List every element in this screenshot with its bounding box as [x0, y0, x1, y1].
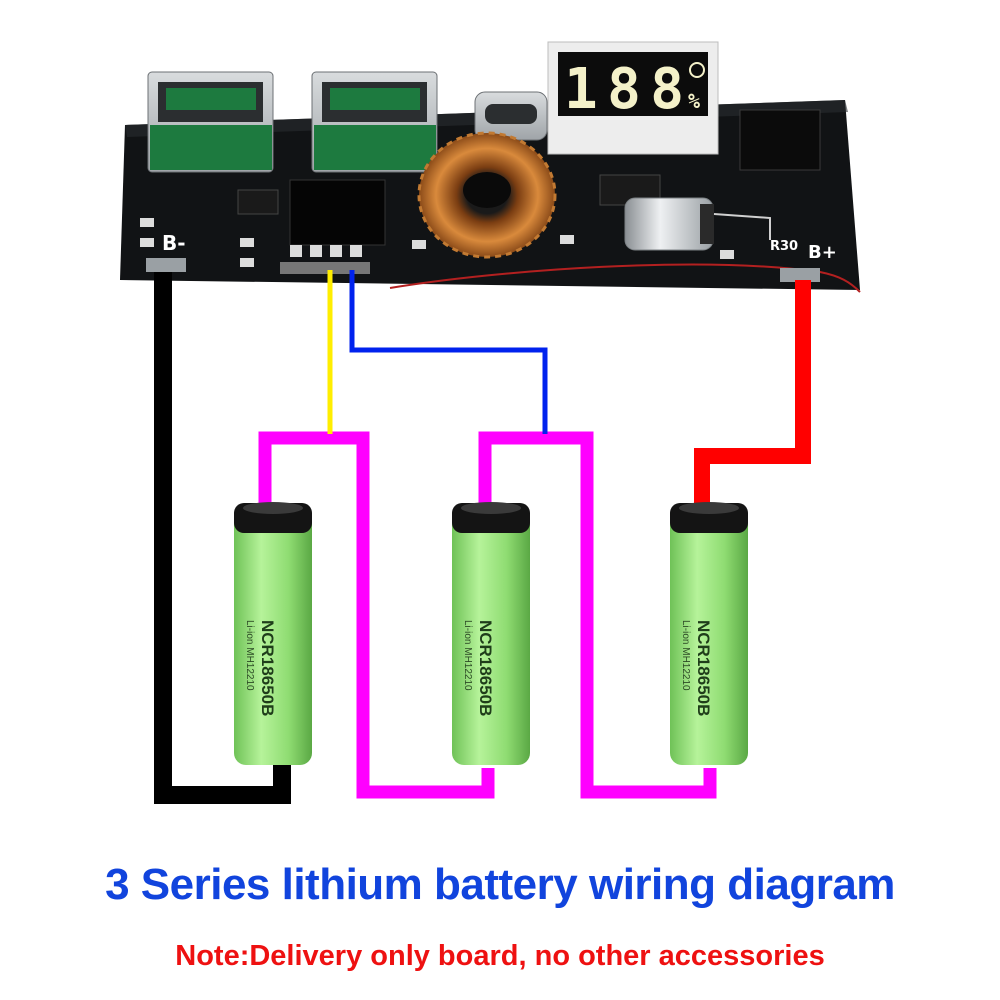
- wires: [154, 270, 811, 804]
- series-link-wires: [258, 431, 717, 799]
- capacitor: [624, 197, 771, 251]
- pad-b-plus: [780, 268, 820, 282]
- delivery-note: Note:Delivery only board, no other acces…: [175, 940, 825, 972]
- label-b-minus: B-: [162, 231, 186, 255]
- ic-chip-3: [739, 109, 821, 171]
- usb-a-port-1: [147, 71, 274, 173]
- negative-wire: [154, 272, 291, 804]
- battery-1-sub: Li-ion MH12210: [244, 620, 255, 691]
- usb-a-port-2: [311, 71, 438, 173]
- balance-wire-blue: [349, 270, 548, 434]
- battery-2-model: NCR18650B: [476, 620, 495, 716]
- battery-cell-2: NCR18650B Li-ion MH12210: [452, 502, 530, 765]
- pad-b-minus: [146, 258, 186, 272]
- battery-cell-1: NCR18650B Li-ion MH12210: [234, 502, 312, 765]
- battery-3-model: NCR18650B: [694, 620, 713, 716]
- thermistor-wire: [389, 263, 861, 293]
- charge-indicator-icon: [689, 62, 705, 78]
- usb-c-port: [474, 91, 548, 141]
- toroid-inductor: [417, 131, 557, 259]
- battery-2-sub: Li-ion MH12210: [462, 620, 473, 691]
- inductor-chip: [289, 179, 386, 246]
- battery-cells: NCR18650B Li-ion MH12210 NCR18650B Li-io…: [234, 502, 748, 765]
- power-bank-board: 188 %: [120, 41, 861, 293]
- battery-1-model: NCR18650B: [258, 620, 277, 716]
- positive-wire: [694, 280, 811, 512]
- series-wire-2: [478, 431, 717, 799]
- battery-cell-3: NCR18650B Li-ion MH12210: [670, 502, 748, 765]
- display-digits: 188: [564, 57, 684, 122]
- ic-chip-1: [237, 189, 279, 215]
- pad-balance: [280, 262, 370, 274]
- display-percent: %: [688, 89, 700, 113]
- label-b-plus: B+: [808, 242, 837, 263]
- series-wire-1: [258, 431, 495, 799]
- digital-display: 188 %: [547, 41, 719, 155]
- battery-3-sub: Li-ion MH12210: [680, 620, 691, 691]
- label-r30: R30: [770, 239, 798, 254]
- diagram-title: 3 Series lithium battery wiring diagram: [105, 860, 895, 909]
